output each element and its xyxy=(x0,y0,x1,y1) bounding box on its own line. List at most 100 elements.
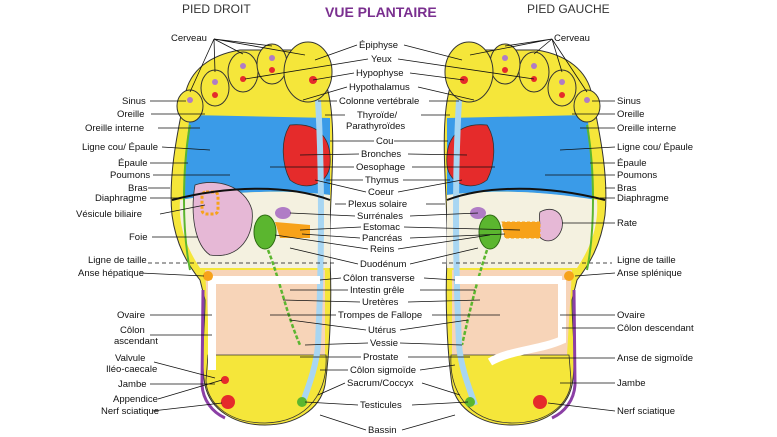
right-hepatic-point xyxy=(203,271,213,281)
label-colon-desc: Côlon descendant xyxy=(617,323,694,334)
label-bassin: Bassin xyxy=(368,425,397,436)
right-kidney xyxy=(253,214,277,250)
right-intestine-zone xyxy=(205,270,325,355)
right-diaphragm-line xyxy=(171,187,331,201)
left-foot xyxy=(443,41,607,426)
label-yeux: Yeux xyxy=(371,54,392,65)
label-oesophage: Oesophage xyxy=(356,162,405,173)
label-colon-sigmoide: Côlon sigmoïde xyxy=(350,365,416,376)
label-bronches: Bronches xyxy=(361,149,401,160)
label-thymus: Thymus xyxy=(365,175,399,186)
label-sinus-l: Sinus xyxy=(617,96,641,107)
label-valvule-2: Iléo-caecale xyxy=(106,364,157,375)
right-foot xyxy=(170,41,334,426)
right-sciatic-point xyxy=(221,395,235,409)
left-labels: Cerveau Sinus Oreille Oreille interne Li… xyxy=(76,33,207,417)
right-ureter xyxy=(266,249,302,346)
right-appendix-point xyxy=(221,376,229,384)
label-appendice: Appendice xyxy=(113,394,158,405)
right-labels: Cerveau Sinus Oreille Oreille interne Li… xyxy=(554,33,694,417)
label-diaphragme-r: Diaphragme xyxy=(95,193,147,204)
label-anse-splenique: Anse splénique xyxy=(617,268,682,279)
label-oreille-r: Oreille xyxy=(117,109,144,120)
label-trompes: Trompes de Fallope xyxy=(338,310,422,321)
label-reins: Reins xyxy=(370,244,395,255)
right-toes xyxy=(176,41,333,123)
header-right-foot: PIED DROIT xyxy=(182,2,251,16)
label-colon-asc-1: Côlon xyxy=(120,325,145,336)
label-estomac: Estomac xyxy=(363,222,400,233)
label-oreille-interne-l: Oreille interne xyxy=(617,123,676,134)
label-nerf-r: Nerf sciatique xyxy=(101,406,159,417)
label-vesicule-r: Vésicule biliaire xyxy=(76,209,142,220)
label-hypothalamus: Hypothalamus xyxy=(349,82,410,93)
left-shoulder-line xyxy=(586,124,594,271)
label-valvule-1: Valvule xyxy=(115,353,145,364)
label-colon-asc-2: ascendant xyxy=(114,336,158,347)
left-stomach xyxy=(501,221,541,239)
label-epaule-r: Épaule xyxy=(118,158,148,169)
label-ligne-taille-r: Ligne de taille xyxy=(88,255,147,266)
label-jambe-l: Jambe xyxy=(617,378,646,389)
right-heel-zone xyxy=(205,354,327,424)
label-plexus: Plexus solaire xyxy=(348,199,407,210)
right-testicle-point xyxy=(297,397,307,407)
label-coeur: Coeur xyxy=(368,187,394,198)
label-ovaire-l: Ovaire xyxy=(617,310,645,321)
label-epiphyse: Épiphyse xyxy=(359,40,398,51)
label-jambe-r: Jambe xyxy=(118,379,147,390)
label-sinus-r: Sinus xyxy=(122,96,146,107)
label-epaule-l: Épaule xyxy=(617,158,647,169)
label-uterus: Utérus xyxy=(368,325,396,336)
right-spine xyxy=(299,99,324,406)
label-colon-transverse: Côlon transverse xyxy=(343,273,415,284)
label-ovaire-r: Ovaire xyxy=(117,310,145,321)
label-surrenales: Surrénales xyxy=(357,211,403,222)
label-anse-sigmoide: Anse de sigmoïde xyxy=(617,353,693,364)
left-ureter xyxy=(460,249,489,346)
label-poumons-r: Poumons xyxy=(110,170,150,181)
left-sciatic-point xyxy=(533,395,547,409)
left-kidney xyxy=(478,214,502,250)
label-ligne-cou-l: Ligne cou/ Épaule xyxy=(617,142,693,153)
label-intestin-grele: Intestin grêle xyxy=(350,285,404,296)
label-thyroide: Thyroïde/ xyxy=(357,110,397,121)
right-adrenal xyxy=(275,207,291,219)
label-anse-hepatique: Anse hépatique xyxy=(78,268,144,279)
left-intestine-zone xyxy=(452,270,572,355)
left-outer-meridian xyxy=(551,289,577,420)
label-testicules: Testicules xyxy=(360,400,402,411)
left-splenic-point xyxy=(564,271,574,281)
label-bras-r: Bras xyxy=(128,183,148,194)
label-colonne: Colonne vertébrale xyxy=(339,96,419,107)
label-cou: Cou xyxy=(376,136,393,147)
label-rate: Rate xyxy=(617,218,637,229)
label-oreille-l: Oreille xyxy=(617,109,644,120)
page-title: VUE PLANTAIRE xyxy=(325,4,437,20)
header-left-foot: PIED GAUCHE xyxy=(527,2,610,16)
right-stomach xyxy=(275,222,310,238)
label-ligne-taille-l: Ligne de taille xyxy=(617,255,676,266)
label-hypophyse: Hypophyse xyxy=(356,68,404,79)
center-labels: Épiphyse Yeux Hypophyse Hypothalamus Col… xyxy=(338,40,422,436)
label-vessie: Vessie xyxy=(370,338,398,349)
label-cerveau-r: Cerveau xyxy=(171,33,207,44)
label-parathyroides: Parathyroïdes xyxy=(346,121,405,132)
label-poumons-l: Poumons xyxy=(617,170,657,181)
left-colon xyxy=(455,276,566,366)
right-liver-zone xyxy=(192,182,253,257)
left-testicle-point xyxy=(465,397,475,407)
label-prostate: Prostate xyxy=(363,352,398,363)
label-sacrum: Sacrum/Coccyx xyxy=(347,378,414,389)
label-cerveau-l: Cerveau xyxy=(554,33,590,44)
label-oreille-interne-r: Oreille interne xyxy=(85,123,144,134)
label-ligne-cou-r: Ligne cou/ Épaule xyxy=(82,142,158,153)
leader-lines xyxy=(139,38,616,431)
label-duodenum: Duodénum xyxy=(360,259,407,270)
label-foie-r: Foie xyxy=(129,232,147,243)
label-ureteres: Uretères xyxy=(362,297,399,308)
right-colon xyxy=(208,276,320,370)
label-bras-l: Bras xyxy=(617,183,637,194)
left-spine xyxy=(453,99,478,406)
